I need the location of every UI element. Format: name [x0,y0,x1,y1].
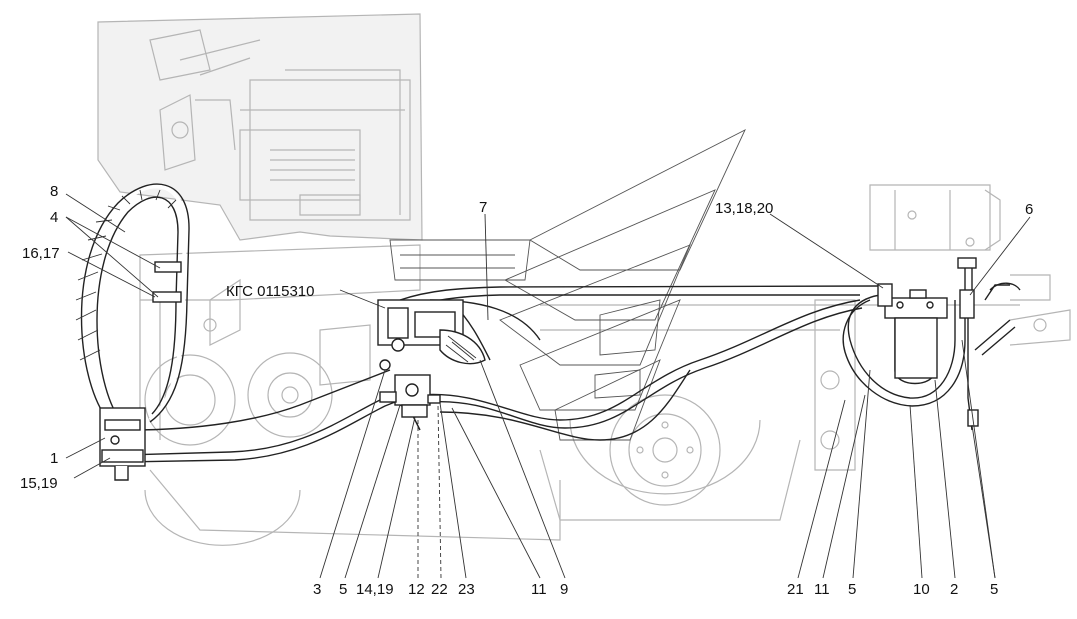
callout-1: 1 [50,450,58,467]
callout-8: 8 [50,183,58,200]
callout-4: 4 [50,209,58,226]
callout-bottom-21: 21 [787,581,804,598]
callout-16-17: 16,17 [22,245,60,262]
callout-7: 7 [479,199,487,216]
callout-bottom-5b: 5 [848,581,856,598]
callout-bottom-3: 3 [313,581,321,598]
callout-bottom-12: 12 [408,581,425,598]
callout-bottom-14-19: 14,19 [356,581,394,598]
hydraulic-components [99,257,979,481]
machine-ghost-outline [97,13,1071,546]
callout-15-19: 15,19 [20,475,58,492]
drawing-ref-label: КГС 0115310 [226,283,314,300]
leader-lines [65,193,1031,579]
callout-bottom-2: 2 [950,581,958,598]
callout-13-18-20: 13,18,20 [715,200,773,217]
callout-labels: КГС 0115310 8 4 16,17 1 15,19 7 13,18,20… [20,183,1033,598]
callout-bottom-5a: 5 [339,581,347,598]
callout-6: 6 [1025,201,1033,218]
callout-bottom-11a: 11 [531,581,547,598]
callout-bottom-11b: 11 [814,581,830,598]
callout-bottom-10: 10 [913,581,930,598]
callout-bottom-23: 23 [458,581,475,598]
callout-bottom-9: 9 [560,581,568,598]
callout-bottom-5c: 5 [990,581,998,598]
callout-bottom-22: 22 [431,581,448,598]
hydraulic-hoses [75,183,1021,463]
fender-panels [389,129,746,441]
